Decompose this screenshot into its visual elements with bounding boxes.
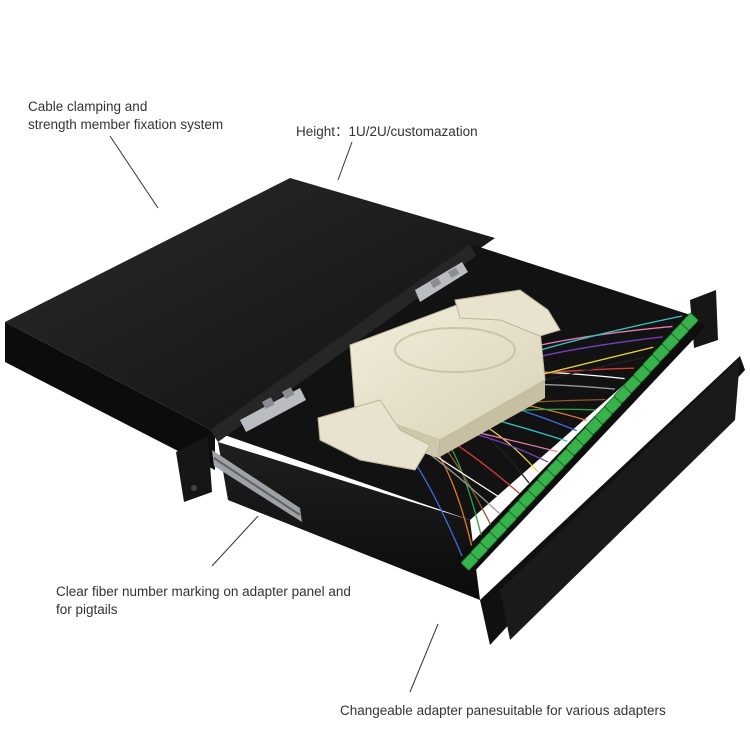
drawer-side xyxy=(218,442,480,600)
enclosure-side-wall xyxy=(5,322,215,470)
annotation-line: Height：1U/2U/customazation xyxy=(296,124,478,139)
annotation-cable-clamping: Cable clamping and strength member fixat… xyxy=(28,98,223,134)
annotation-line: for pigtails xyxy=(56,602,118,617)
drawer-rim xyxy=(210,244,476,442)
sc-adapter xyxy=(681,313,699,331)
annotation-line: Changeable adapter panesuitable for vari… xyxy=(340,703,666,718)
leader-line-height xyxy=(337,141,353,181)
leader-line-cable-clamping xyxy=(109,135,159,209)
annotation-fiber-marking: Clear fiber number marking on adapter pa… xyxy=(56,583,351,619)
enclosure-top-cover xyxy=(5,178,495,432)
ear-screw-hole xyxy=(191,485,197,491)
annotation-height: Height：1U/2U/customazation xyxy=(296,123,478,141)
sc-adapter-row xyxy=(461,313,699,571)
tray-arm xyxy=(454,289,561,337)
front-cover-face xyxy=(500,358,740,640)
annotation-line: Cable clamping and xyxy=(28,99,148,114)
annotation-line: strength member fixation system xyxy=(28,117,224,132)
annotation-adapter-panel: Changeable adapter panesuitable for vari… xyxy=(340,702,666,720)
left-mounting-ear xyxy=(176,436,212,502)
annotation-line: Clear fiber number marking on adapter pa… xyxy=(56,584,351,599)
tray-arm xyxy=(317,399,431,471)
splice-tray xyxy=(317,289,561,471)
cable-clamp-bracket xyxy=(240,387,306,432)
cable-clamp-bracket xyxy=(415,262,468,302)
leader-line-fiber-marking xyxy=(211,515,259,567)
leader-line-adapter-panel xyxy=(409,623,439,693)
